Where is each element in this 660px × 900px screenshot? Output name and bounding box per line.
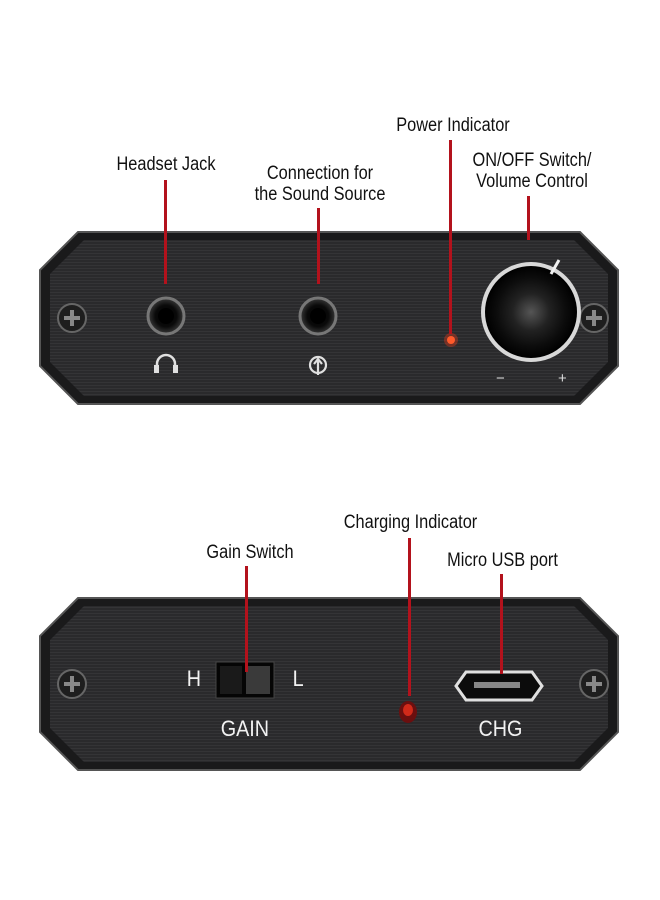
leader-source [317, 208, 320, 284]
screw-icon [57, 669, 87, 699]
charging-indicator-led [399, 701, 417, 723]
gain-l-label: L [292, 666, 304, 691]
volume-knob[interactable] [481, 259, 581, 362]
callout-charging-indicator: Charging Indicator [343, 512, 478, 533]
back-panel: H L GAIN CHG [38, 596, 620, 772]
callout-headset-jack: Headset Jack [116, 154, 216, 175]
leader-usb [500, 574, 503, 674]
gain-label: GAIN [220, 716, 270, 741]
callout-micro-usb: Micro USB port [447, 550, 558, 571]
usb-chg-label: CHG [478, 716, 523, 741]
leader-charging [408, 538, 411, 696]
leader-headset [164, 180, 167, 284]
callout-switch: ON/OFF Switch/ Volume Control [463, 150, 601, 192]
power-indicator-led [444, 333, 458, 347]
leader-switch [527, 196, 530, 240]
callout-power-indicator: Power Indicator [396, 115, 510, 136]
callout-switch-line1: ON/OFF Switch/ [472, 150, 592, 171]
sound-source-jack[interactable] [298, 296, 338, 336]
front-panel: − + [38, 230, 620, 406]
callout-switch-line2: Volume Control [476, 171, 588, 192]
screw-icon [579, 669, 609, 699]
callout-sound-source: Connection for the Sound Source [251, 163, 389, 205]
callout-sound-source-line1: Connection for [266, 163, 374, 184]
callout-gain-switch: Gain Switch [206, 542, 294, 563]
knob-plus: + [558, 370, 567, 387]
input-arrow-icon [308, 355, 328, 375]
screw-icon [579, 303, 609, 333]
screw-icon [57, 303, 87, 333]
micro-usb-port[interactable] [454, 670, 544, 702]
leader-gain [245, 566, 248, 672]
leader-power [449, 140, 452, 334]
gain-h-label: H [186, 666, 202, 691]
callout-sound-source-line2: the Sound Source [254, 184, 386, 205]
knob-minus: − [496, 370, 505, 387]
headphones-icon [154, 353, 178, 373]
headset-jack[interactable] [146, 296, 186, 336]
